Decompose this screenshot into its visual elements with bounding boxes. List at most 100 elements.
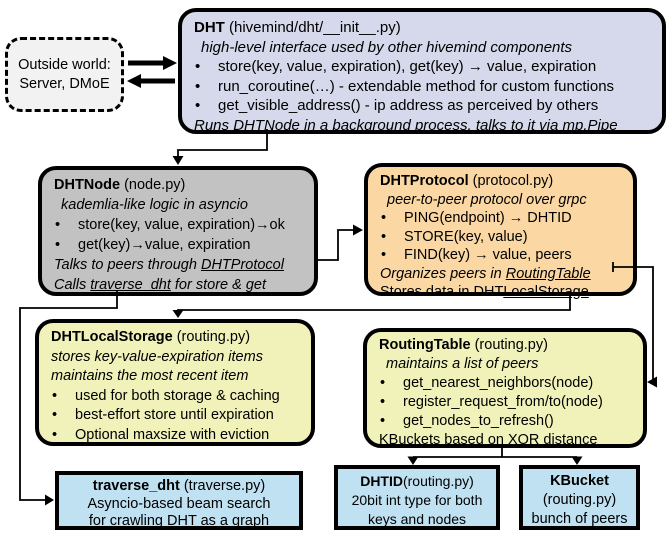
text-segment: store(key, value, expiration), get(key) … [218, 58, 597, 75]
text-segment: (hivemind/dht/__init__.py) [224, 19, 401, 36]
text-segment: Server, DMoE [19, 76, 110, 92]
text-line: • get_nearest_neighbors(node) [379, 374, 639, 393]
text-line: keys and nodes [340, 510, 494, 529]
text-line: Calls traverse_dht for store & get [54, 275, 310, 295]
text-segment: Asyncio-based beam search [87, 495, 271, 512]
text-segment: FIND(key) → value, peers [404, 247, 572, 263]
text-line: •run_coroutine(…) - extendable method fo… [194, 77, 658, 97]
text-segment: KBucket [550, 473, 609, 489]
text-line: Organizes peers in RoutingTable [380, 265, 629, 284]
text-segment: used for both storage & caching [75, 387, 280, 404]
text-line: •best-effort store until expiration [51, 406, 307, 426]
text-segment: bunch of peers [531, 511, 628, 527]
text-segment: get_nearest_neighbors(node) [403, 375, 594, 391]
kbucket-box: KBucket (routing.py) bunch of peers [519, 465, 640, 530]
text-line: • FIND(key) → value, peers [380, 246, 629, 265]
text-line: DHTID(routing.py) [340, 472, 494, 491]
text-line: DHTNode (node.py) [54, 175, 310, 195]
text-line: DHT (hivemind/dht/__init__.py) [194, 18, 658, 38]
bullet-icon: • [381, 247, 387, 263]
text-segment: (routing.py) [402, 473, 474, 489]
text-segment: DHTNode [54, 177, 121, 193]
text-segment: traverse_dht [92, 478, 180, 494]
traverse-dht-box: traverse_dht (traverse.py)Asyncio-based … [55, 471, 303, 530]
text-line: 20bit int type for both [340, 491, 494, 510]
bullet-icon: • [381, 228, 387, 245]
text-line: • get(key)→value, expiration [54, 235, 310, 255]
text-segment: (protocol.py) [468, 173, 554, 189]
text-line: •store(key, value, expiration)→ok [54, 215, 310, 235]
bullet-icon: • [55, 237, 61, 253]
text-line: • PING(endpoint) → DHTID [380, 209, 629, 228]
text-segment: in a background process, talks to it via… [304, 116, 618, 134]
text-line: maintains the most recent item [51, 367, 307, 387]
dhtnode-box: DHTNode (node.py) kademlia-like logic in … [38, 166, 318, 296]
text-segment: traverse_dht [90, 277, 171, 293]
dht-box: DHT (hivemind/dht/__init__.py)high-level… [178, 8, 666, 134]
text-line: Runs DHTNode in a background process, ta… [194, 116, 658, 136]
text-segment: get_nodes_to_refresh() [403, 413, 554, 429]
text-segment: DHTLocalStorage [51, 329, 173, 345]
text-line: KBuckets based on XOR distance [379, 431, 639, 450]
text-line: Server, DMoE [10, 75, 119, 94]
text-segment: PING(endpoint) → DHTID [404, 210, 572, 226]
text-line: (routing.py) [525, 491, 634, 510]
text-line: Talks to peers through DHTProtocol [54, 255, 310, 275]
text-segment: RoutingTable [379, 337, 471, 353]
text-segment: Outside world: [18, 57, 111, 73]
text-line: Stores data in DHTLocalStorage [380, 283, 629, 302]
text-segment: (routing.py) [470, 337, 548, 353]
text-line: for crawling DHT as a graph [61, 513, 297, 531]
text-line: high-level interface used by other hivem… [194, 38, 658, 58]
connector-dhtnode-to-dhtprotocol [315, 224, 363, 265]
arrow-outside-to-dht-icon [128, 56, 177, 70]
text-segment: DHTProtocol [380, 173, 469, 189]
dhtid-box: DHTID(routing.py)20bit int type for both… [334, 465, 500, 530]
text-line: kademlia-like logic in asyncio [54, 195, 310, 215]
text-segment: stores key-value-expiration items [51, 348, 263, 365]
text-segment: Talks to peers through [54, 257, 201, 273]
bullet-icon: • [55, 217, 61, 233]
text-segment: (routing.py) [172, 329, 251, 345]
text-segment: KBuckets based on XOR distance [379, 432, 598, 448]
text-line: DHTProtocol (protocol.py) [380, 172, 629, 191]
text-line: • used for both storage & caching [51, 387, 307, 407]
text-line: Outside world: [10, 56, 119, 75]
arrow-dht-to-outside-icon [127, 74, 175, 88]
dhtprotocol-box: DHTProtocol (protocol.py)peer-to-peer pr… [364, 163, 637, 300]
text-line: •STORE(key, value) [380, 228, 629, 247]
text-segment: keys and nodes [367, 511, 467, 527]
text-segment: DHTProtocol [200, 257, 284, 273]
text-segment: (node.py) [120, 177, 186, 193]
text-segment: DHT [194, 19, 225, 36]
text-segment: register_request_from/to(node) [403, 394, 603, 410]
text-segment: DHTID [360, 473, 403, 489]
text-segment: Optional maxsize with eviction [75, 426, 270, 443]
bullet-icon: • [52, 426, 58, 443]
text-segment: high-level interface used by other hivem… [201, 38, 573, 56]
text-line: • store(key, value, expiration), get(key)… [194, 57, 658, 77]
text-segment: Organizes peers in [380, 265, 506, 282]
text-line: bunch of peers [525, 510, 634, 529]
bullet-icon: • [381, 210, 387, 226]
bullet-icon: • [52, 387, 58, 404]
text-segment: 20bit int type for both [351, 492, 483, 508]
bullet-icon: • [380, 375, 386, 391]
text-segment: (routing.py) [542, 492, 617, 508]
connector-routingtable-to-dhtid-kbucket [407, 448, 583, 465]
dhtlocalstorage-box: DHTLocalStorage (routing.py) stores key-v… [35, 319, 315, 446]
text-segment: kademlia-like logic in asyncio [61, 197, 248, 213]
outside-world-box: Outside world: Server, DMoE [5, 37, 124, 112]
text-line: peer-to-peer protocol over grpc [380, 191, 629, 210]
text-segment: get(key)→value, expiration [78, 237, 251, 253]
text-segment: LocalStorage [503, 284, 589, 300]
text-segment: run_coroutine(…) - extendable method for… [218, 77, 615, 95]
bullet-icon: • [195, 58, 201, 75]
text-line: traverse_dht (traverse.py) [61, 478, 297, 496]
bullet-icon: • [380, 413, 386, 429]
text-segment: DHTNode [233, 116, 305, 134]
text-line: • Optional maxsize with eviction [51, 426, 307, 446]
text-line: stores key-value-expiration items [51, 348, 307, 368]
text-segment: best-effort store until expiration [75, 407, 274, 423]
